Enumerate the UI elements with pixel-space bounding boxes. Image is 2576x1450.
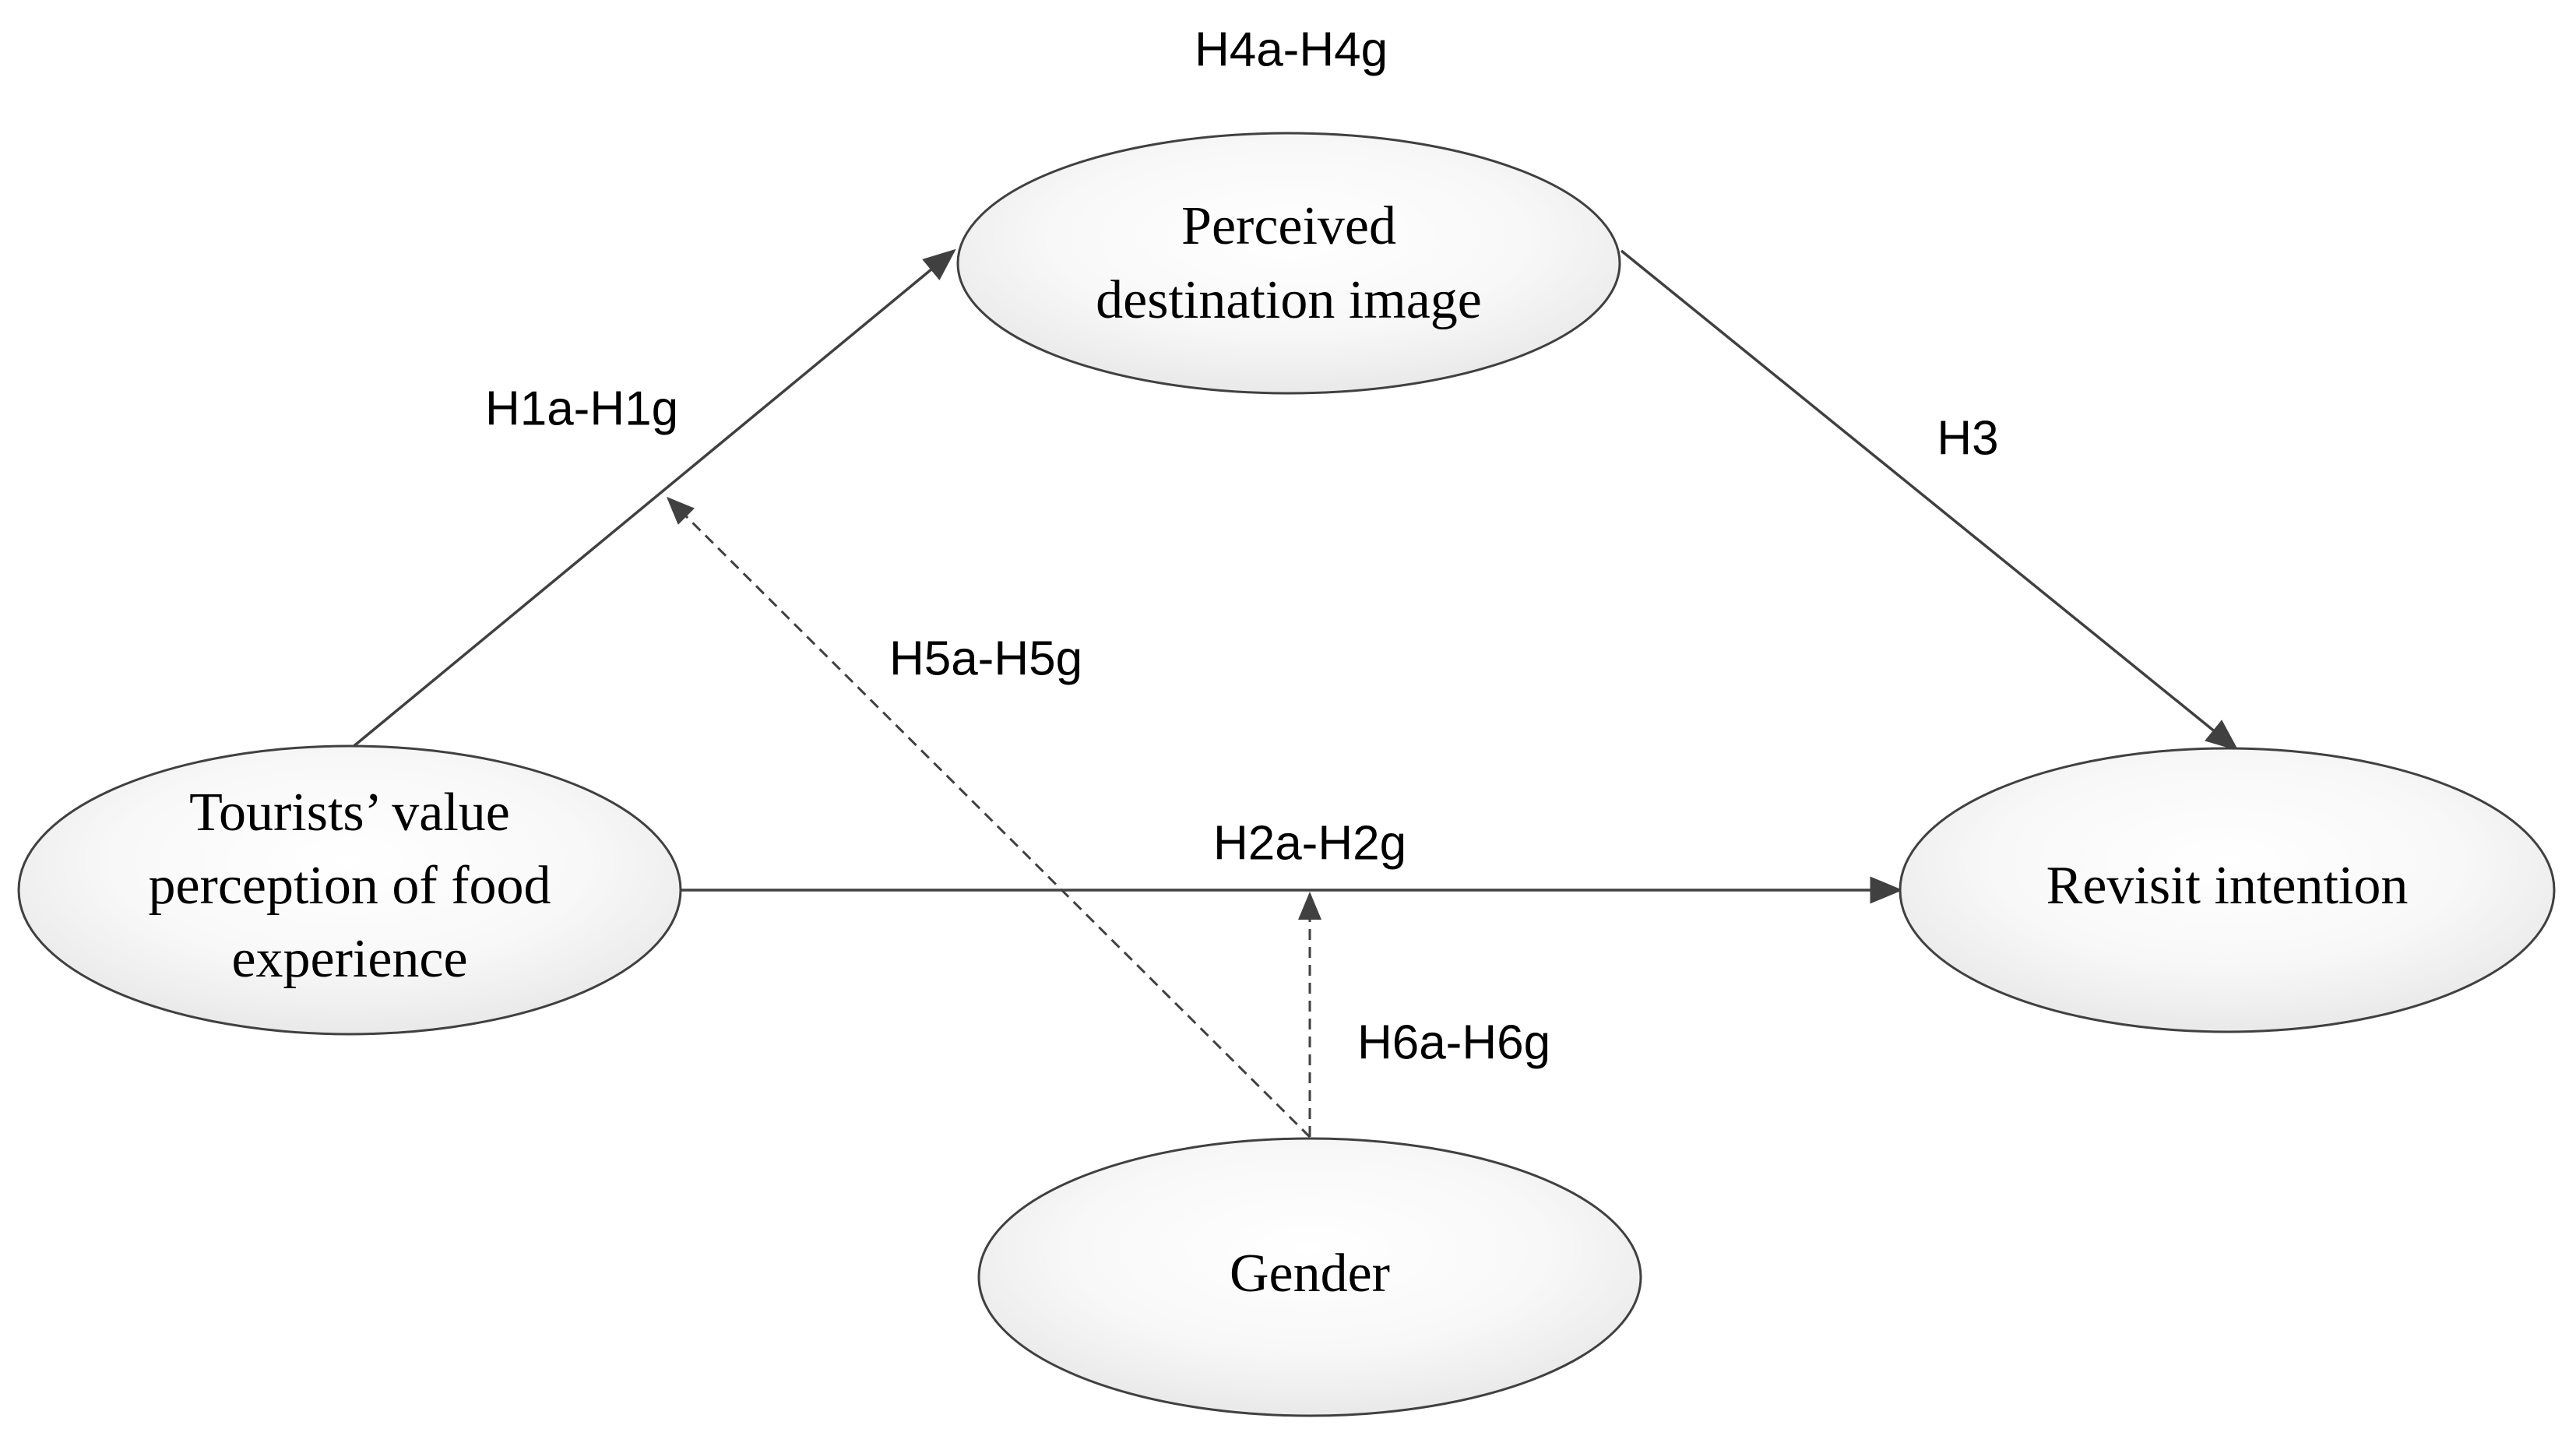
label-h5: H5a-H5g — [889, 632, 1082, 685]
node-gender-shape — [977, 1137, 1642, 1417]
node-tourists-value-perception-line-3: experience — [231, 929, 467, 989]
node-perceived-destination-image-shape — [956, 132, 1621, 395]
node-gender: Gender — [977, 1137, 1642, 1417]
node-tourists-value-perception-line-1: Tourists’ value — [189, 783, 510, 843]
node-revisit-intention: Revisit intention — [1899, 747, 2556, 1033]
label-h2: H2a-H2g — [1213, 816, 1406, 870]
node-gender-line-1: Gender — [1230, 1244, 1390, 1304]
node-perceived-destination-image-line-2: destination image — [1096, 270, 1482, 330]
node-revisit-intention-line-1: Revisit intention — [2046, 856, 2409, 916]
label-h4: H4a-H4g — [1195, 23, 1388, 76]
label-h1: H1a-H1g — [485, 382, 678, 435]
node-tourists-value-perception-line-2: perception of food — [148, 856, 551, 916]
arrow-h5-gender-moderates-h1 — [666, 496, 1311, 1139]
node-perceived-destination-image: Perceived destination image — [956, 132, 1621, 395]
node-revisit-intention-shape — [1899, 747, 2556, 1033]
arrow-h1-value-to-image — [350, 248, 956, 749]
label-h3: H3 — [1937, 411, 1998, 465]
arrow-h3-image-to-revisit — [1620, 249, 2239, 751]
label-h6: H6a-H6g — [1357, 1015, 1550, 1069]
node-tourists-value-perception: Tourists’ value perception of food exper… — [17, 744, 682, 1036]
node-perceived-destination-image-line-1: Perceived — [1181, 196, 1396, 256]
node-tourists-value-perception-shape — [17, 744, 682, 1036]
